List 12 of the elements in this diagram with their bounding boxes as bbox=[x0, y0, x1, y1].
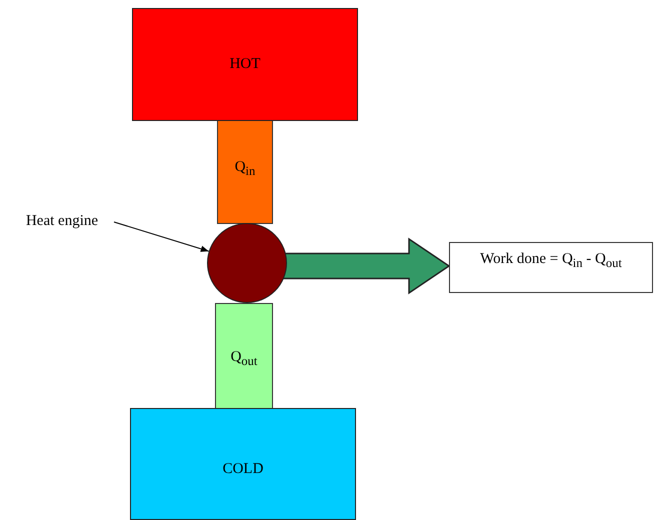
work-done-box bbox=[449, 242, 653, 293]
node-label: Q$_{in}$ bbox=[234, 159, 256, 179]
heat-output-bar bbox=[215, 303, 273, 409]
node-label: HOT bbox=[230, 56, 260, 73]
node-label: COLD bbox=[222, 461, 264, 478]
node-label: Heat engine bbox=[26, 212, 98, 230]
node-label: Q$_{out}$ bbox=[230, 349, 258, 369]
leader-arrow bbox=[114, 222, 210, 252]
hot-reservoir-box bbox=[132, 8, 358, 121]
cold-reservoir-box bbox=[130, 408, 356, 520]
heat-input-bar bbox=[217, 120, 273, 224]
node-label: Work done = Q$_{in}$ - Q$_{out}$ bbox=[480, 251, 622, 271]
